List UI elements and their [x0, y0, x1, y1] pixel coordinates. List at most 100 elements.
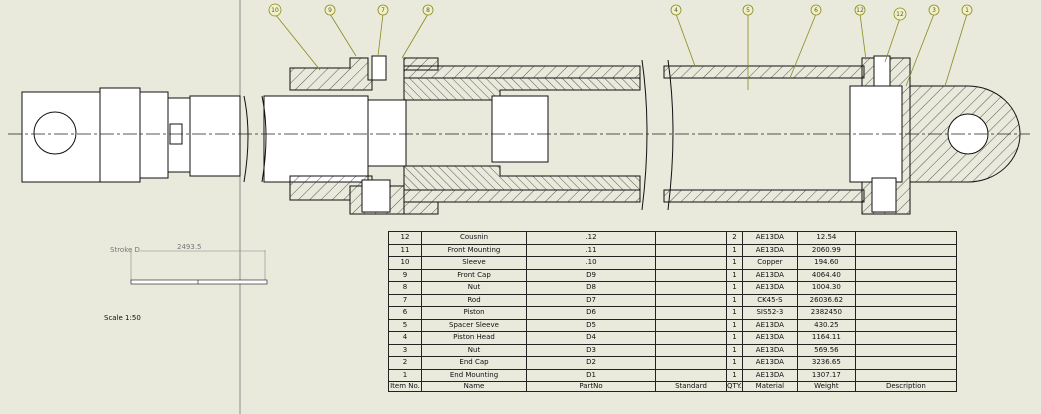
barrel: [641, 59, 865, 211]
table-cell: .10: [526, 256, 656, 270]
table-cell: 4064.40: [796, 268, 856, 282]
piston-rod: [243, 95, 369, 183]
table-cell: 1: [726, 293, 743, 307]
table-cell: SIS52-3: [741, 306, 798, 320]
table-cell: Cousnin: [421, 231, 527, 245]
table-cell: Front Cap: [421, 268, 527, 282]
table-cell: AE13DA: [741, 281, 798, 295]
svg-text:3: 3: [932, 7, 936, 14]
column-header: Item No.: [388, 381, 422, 392]
balloon-5: 5: [742, 4, 754, 16]
table-cell: [655, 256, 727, 270]
balloon-leaders: [274, 13, 968, 90]
table-cell: D5: [526, 318, 656, 332]
balloon-7: 7: [377, 4, 389, 16]
table-cell: 1: [726, 318, 743, 332]
table-cell: D6: [526, 306, 656, 320]
column-header: Weight: [796, 381, 856, 392]
table-cell: 1164.11: [796, 331, 856, 345]
table-cell: Nut: [421, 343, 527, 357]
column-header: Standard: [655, 381, 727, 392]
table-cell: D3: [526, 343, 656, 357]
piston-section: [367, 65, 641, 203]
table-cell: 26036.62: [796, 293, 856, 307]
table-cell: Sleeve: [421, 256, 527, 270]
balloon-4: 4: [670, 4, 682, 16]
column-header: Description: [854, 381, 957, 392]
table-cell: 1: [388, 368, 422, 382]
table-cell: Copper: [741, 256, 798, 270]
table-cell: 1: [726, 368, 743, 382]
table-cell: AE13DA: [741, 318, 798, 332]
table-cell: AE13DA: [741, 243, 798, 257]
table-cell: D1: [526, 368, 656, 382]
balloon-6: 6: [810, 4, 822, 16]
table-cell: CK45-S: [741, 293, 798, 307]
balloon-12b: 12: [893, 7, 907, 21]
table-cell: [854, 293, 957, 307]
svg-text:9: 9: [328, 7, 332, 14]
column-header: Material: [741, 381, 798, 392]
table-cell: Nut: [421, 281, 527, 295]
table-cell: [655, 306, 727, 320]
table-cell: D7: [526, 293, 656, 307]
table-cell: 1: [726, 331, 743, 345]
balloon-8: 8: [422, 4, 434, 16]
table-cell: [854, 368, 957, 382]
balloon-10: 10: [268, 3, 282, 17]
table-cell: 1: [726, 343, 743, 357]
table-cell: [854, 356, 957, 370]
table-cell: .11: [526, 243, 656, 257]
svg-text:12: 12: [856, 7, 864, 14]
table-cell: [655, 293, 727, 307]
table-cell: 2060.99: [796, 243, 856, 257]
svg-text:7: 7: [381, 7, 385, 14]
table-cell: 1: [726, 268, 743, 282]
table-cell: AE13DA: [741, 231, 798, 245]
table-cell: D2: [526, 356, 656, 370]
table-cell: 5: [388, 318, 422, 332]
table-cell: 430.25: [796, 318, 856, 332]
table-cell: AE13DA: [741, 356, 798, 370]
table-cell: [854, 243, 957, 257]
table-cell: [854, 318, 957, 332]
table-cell: [854, 281, 957, 295]
table-cell: [655, 343, 727, 357]
table-cell: 1: [726, 356, 743, 370]
table-cell: 8: [388, 281, 422, 295]
table-cell: 1: [726, 306, 743, 320]
table-cell: Rod: [421, 293, 527, 307]
table-cell: [655, 368, 727, 382]
table-cell: Front Mounting: [421, 243, 527, 257]
table-cell: End Cap: [421, 356, 527, 370]
table-cell: D9: [526, 268, 656, 282]
svg-text:6: 6: [814, 7, 818, 14]
stroke-detail-view: Stroke D 2493.5 Scale 1:50: [104, 243, 268, 322]
table-cell: 1: [726, 281, 743, 295]
balloons: 10 9 7 8 4 5 6 12 12 3 1: [268, 3, 973, 21]
table-cell: [854, 256, 957, 270]
stroke-dimension: 2493.5: [177, 243, 202, 251]
table-cell: 3236.65: [796, 356, 856, 370]
table-cell: 12: [388, 231, 422, 245]
table-cell: [655, 281, 727, 295]
table-cell: 194.60: [796, 256, 856, 270]
table-cell: End Mounting: [421, 368, 527, 382]
table-cell: [655, 268, 727, 282]
table-cell: 1307.17: [796, 368, 856, 382]
table-cell: [655, 231, 727, 245]
table-cell: 1: [726, 243, 743, 257]
table-cell: 4: [388, 331, 422, 345]
table-cell: AE13DA: [741, 268, 798, 282]
table-cell: 1: [726, 256, 743, 270]
